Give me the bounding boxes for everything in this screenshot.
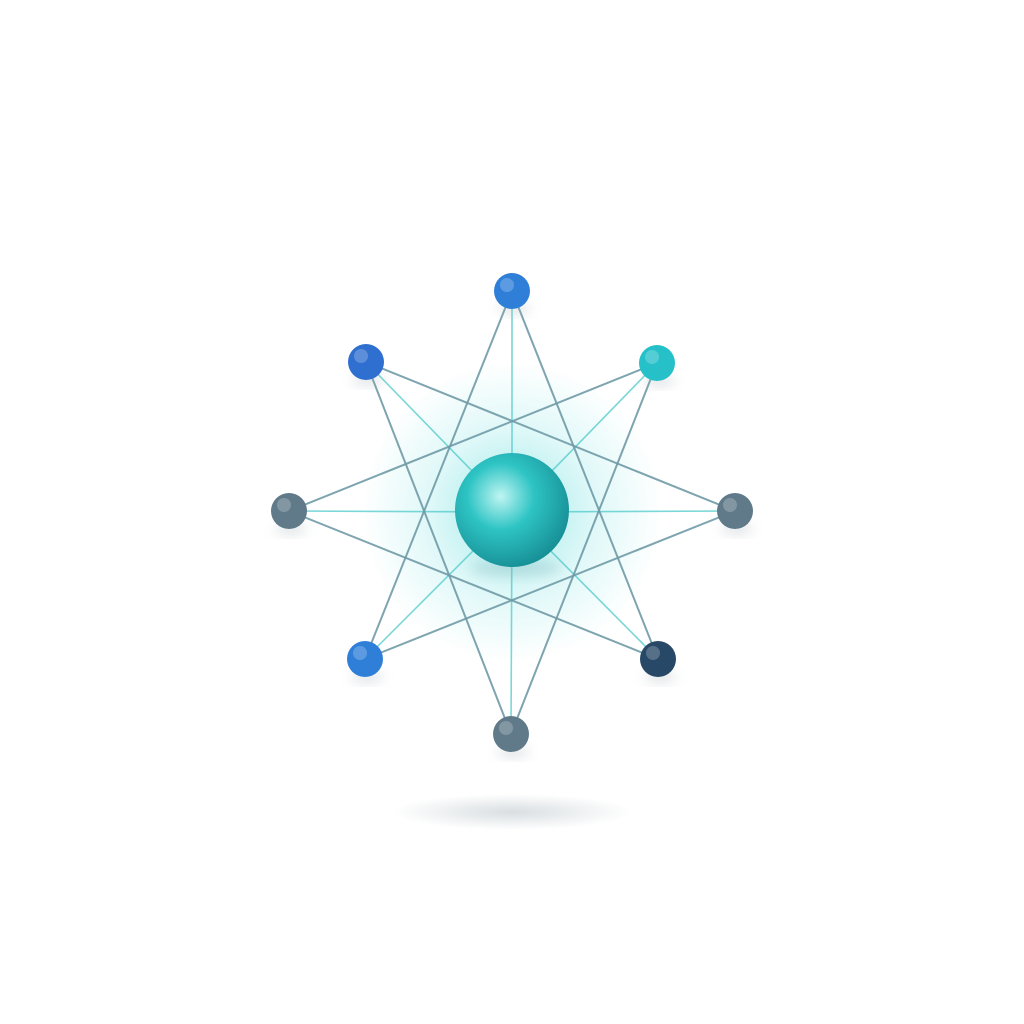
hub-sphere-icon (455, 453, 569, 576)
node-left (271, 493, 307, 534)
node-bottom-left (347, 641, 383, 682)
star-line (288, 510, 659, 660)
connection-lines (288, 290, 736, 735)
outer-nodes (271, 273, 753, 757)
star-line (364, 290, 513, 660)
star-line (288, 362, 658, 512)
node-bottom (493, 716, 529, 757)
node-right (717, 493, 753, 534)
node-top-right (639, 345, 675, 386)
node-top-left (348, 344, 384, 385)
node-bottom-right (640, 641, 676, 682)
star-line (364, 510, 736, 660)
star-line (365, 361, 736, 512)
star-line (510, 362, 658, 735)
ground-shadow (392, 794, 632, 830)
star-line (511, 290, 659, 660)
node-top (494, 273, 530, 314)
star-line (365, 361, 512, 735)
